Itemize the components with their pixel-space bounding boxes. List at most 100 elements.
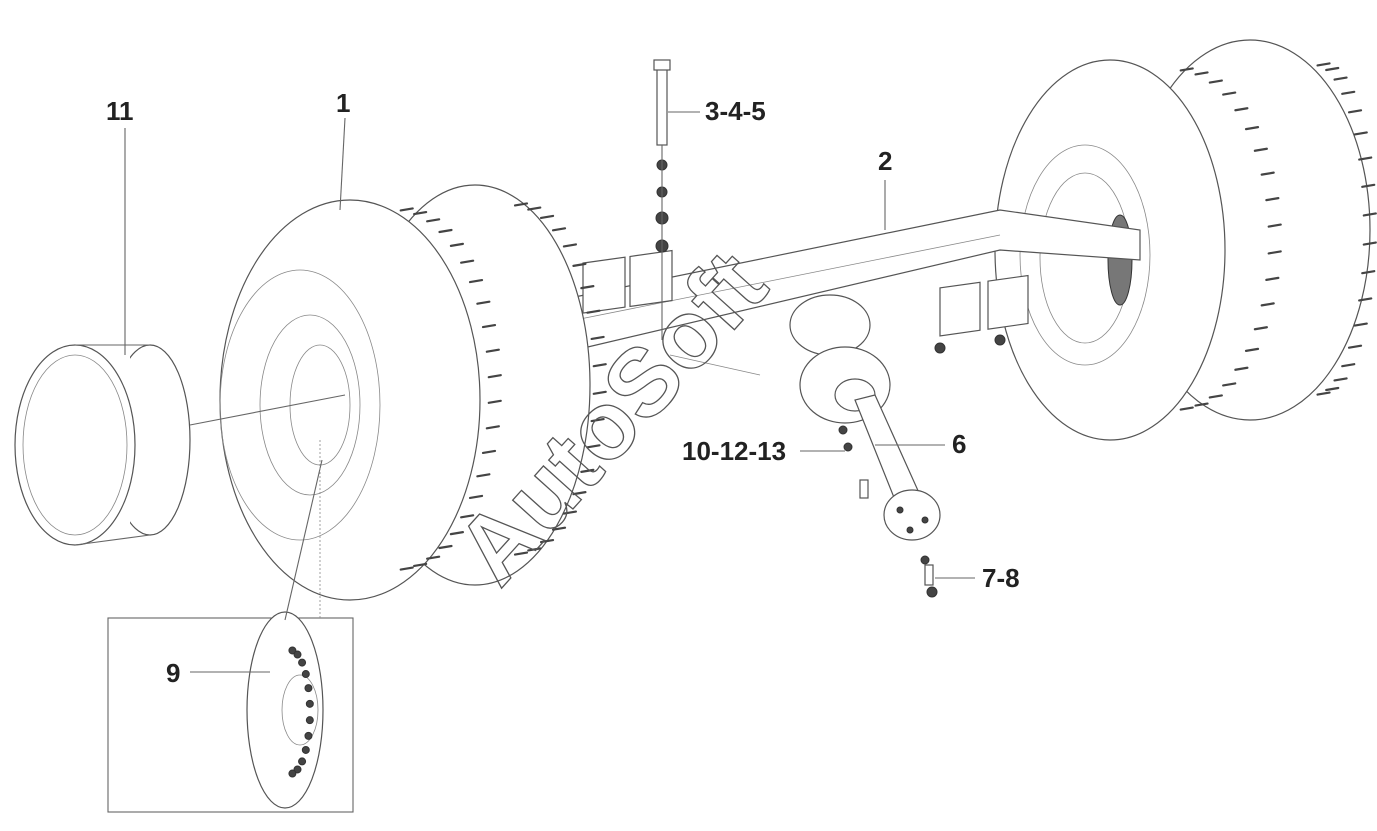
callout-11: 11 [106, 96, 134, 126]
tread-mark [399, 566, 414, 571]
wheel-stud [288, 646, 297, 655]
tread-mark [1208, 79, 1223, 84]
callout-9: 9 [166, 658, 180, 688]
tread-mark [481, 323, 497, 329]
tread-mark [1222, 382, 1237, 387]
tread-mark [562, 510, 578, 515]
bolt-stack [653, 59, 671, 340]
tread-mark [1362, 212, 1377, 217]
tread-mark [1358, 297, 1373, 302]
wheel-stud [298, 757, 307, 766]
callout-6: 6 [952, 429, 966, 459]
tread-mark [1234, 107, 1249, 112]
inset-detail [107, 611, 354, 813]
rim [14, 344, 191, 546]
tread-mark [476, 473, 491, 478]
tread-mark [1347, 109, 1363, 114]
tread-mark [580, 285, 595, 290]
wheel-stud [293, 650, 302, 659]
tread-mark [438, 544, 453, 550]
tread-mark [1333, 76, 1348, 81]
tread-mark [527, 206, 542, 211]
tread-mark [1333, 377, 1348, 382]
tread-mark [1260, 302, 1275, 307]
tread-mark [1179, 406, 1194, 411]
tread-mark [1265, 276, 1280, 281]
tread-mark [460, 514, 475, 519]
tread-mark [399, 207, 414, 212]
tread-mark [426, 218, 441, 223]
tread-mark [1244, 126, 1260, 131]
tread-mark [468, 278, 484, 284]
wheel-stud [301, 745, 310, 754]
tread-mark [551, 227, 567, 232]
tread-mark [1267, 223, 1282, 228]
tread-mark [1222, 91, 1237, 96]
tread-mark [1208, 394, 1223, 399]
tread-mark [476, 300, 491, 305]
tread-mark [1316, 391, 1331, 396]
tread-mark [468, 494, 484, 500]
tread-mark [1353, 131, 1368, 136]
tread-mark [586, 444, 601, 449]
tread-mark [413, 562, 428, 568]
tread-mark [513, 202, 529, 207]
tread-mark [590, 417, 605, 423]
tread-mark [1316, 62, 1331, 67]
tread-mark [1341, 363, 1356, 368]
tread-mark [1325, 386, 1340, 392]
tread-mark [1194, 71, 1209, 76]
tread-mark [485, 425, 500, 430]
wheel-stud [305, 716, 314, 725]
wheel-stud [304, 731, 313, 740]
tread-mark [1253, 147, 1268, 152]
wheel-stud [301, 670, 310, 679]
tread-mark [1358, 156, 1373, 161]
wheel-stud [293, 765, 302, 774]
tread-mark [1353, 322, 1368, 327]
tread-mark [562, 243, 578, 248]
wheel-stud [305, 699, 314, 708]
tread-mark [481, 449, 497, 455]
tread-mark [572, 491, 587, 496]
tread-mark [1361, 183, 1376, 188]
tread-mark [539, 214, 555, 220]
tread-mark [1325, 66, 1340, 72]
tread-mark [1361, 270, 1376, 275]
tread-mark [449, 242, 465, 247]
tread-mark [527, 547, 542, 552]
tread-mark [592, 363, 607, 368]
tread-mark [1194, 402, 1209, 407]
tread-mark [1341, 90, 1356, 95]
tread-mark [1244, 347, 1260, 352]
tread-mark [1362, 241, 1377, 246]
wheel-stud [304, 684, 313, 693]
tread-mark [449, 531, 465, 536]
callout-3-4-5: 3-4-5 [705, 96, 766, 126]
tread-mark [572, 262, 587, 267]
tread-mark [1267, 250, 1282, 255]
callout-1: 1 [336, 88, 350, 118]
wheel-stud [288, 769, 297, 778]
tread-mark [590, 335, 605, 341]
tread-mark [1260, 171, 1275, 176]
tread-mark [586, 309, 601, 314]
tread-mark [485, 348, 500, 353]
tread-mark [413, 210, 428, 216]
tread-mark [551, 526, 567, 531]
tread-mark [1347, 344, 1363, 349]
tread-mark [539, 538, 555, 544]
tread-mark [1234, 366, 1249, 371]
leader-lines [124, 111, 975, 673]
tread-mark [460, 259, 475, 264]
tread-mark [487, 399, 502, 404]
tread-mark [1179, 67, 1194, 72]
tread-mark [438, 228, 453, 234]
callout-2: 2 [878, 146, 892, 176]
tread-mark [1253, 326, 1268, 331]
tread-mark [580, 468, 595, 473]
wheel-stud [298, 658, 307, 667]
tread-mark [426, 555, 441, 560]
callout-10-12-13: 10-12-13 [682, 436, 786, 466]
